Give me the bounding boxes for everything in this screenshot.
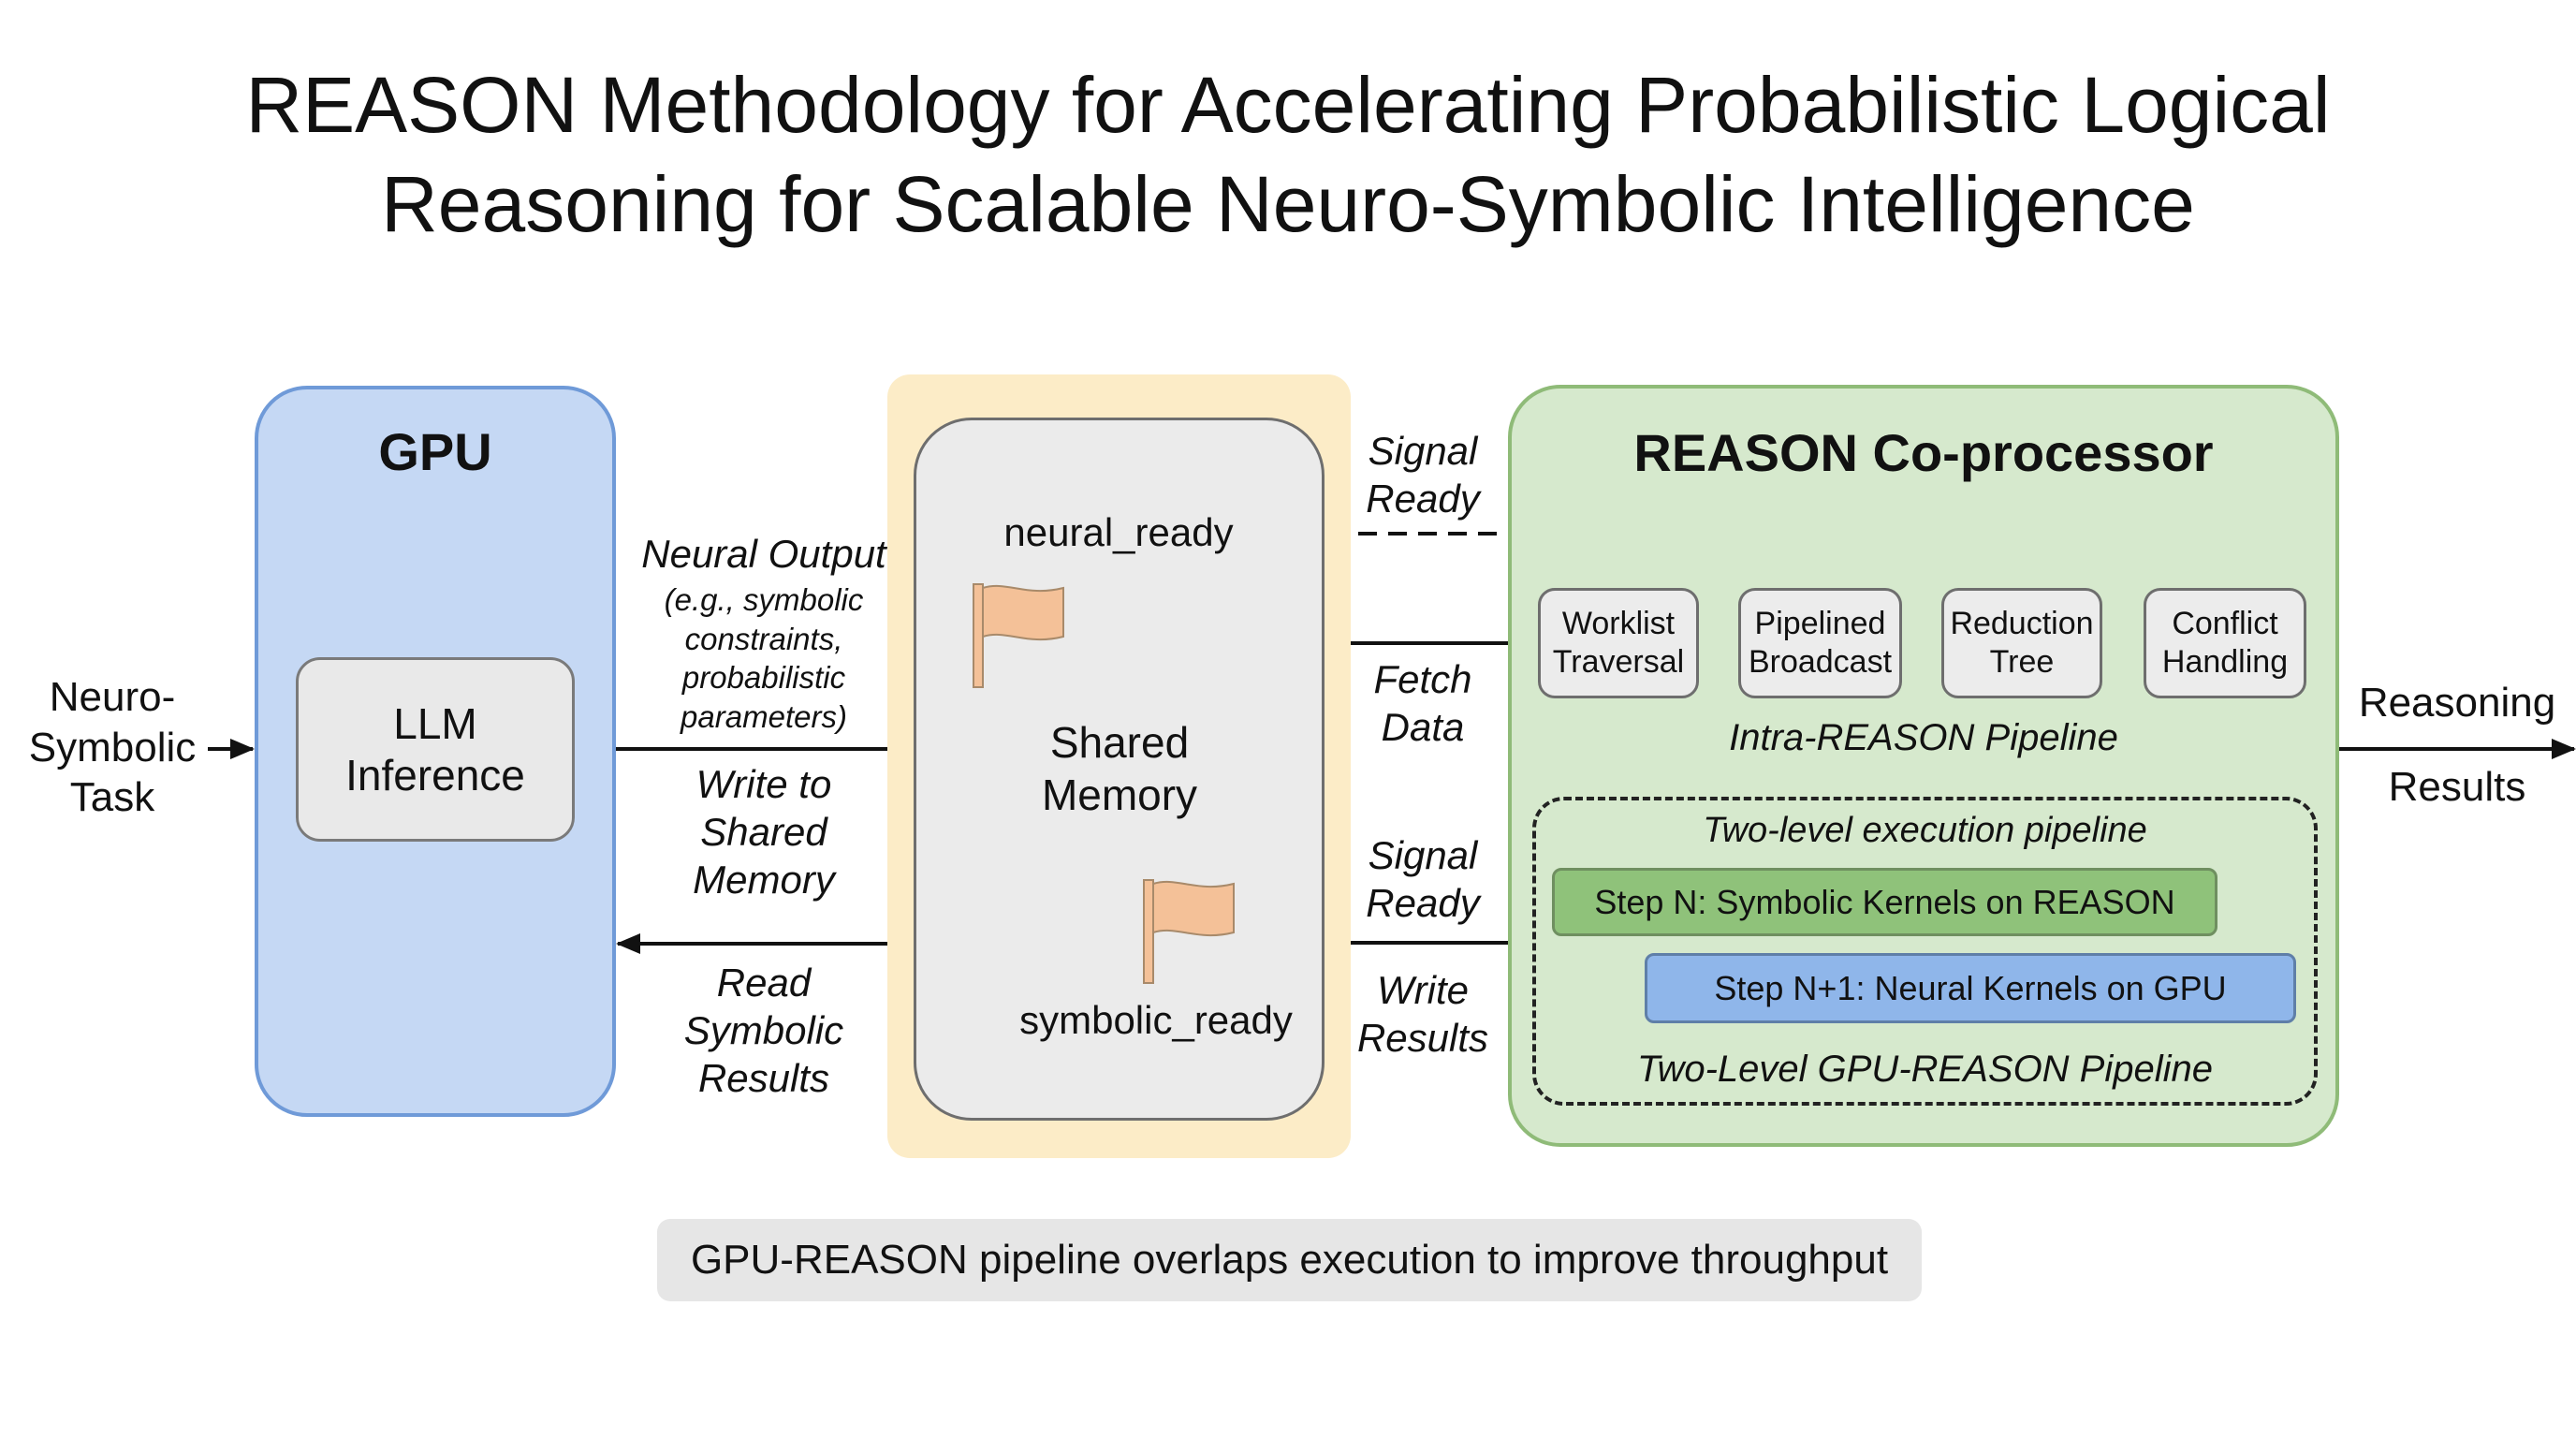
shared-memory-title-line: Memory bbox=[1041, 770, 1198, 820]
detail-line: (e.g., symbolic bbox=[664, 582, 864, 617]
neural-output-detail: (e.g., symbolic constraints, probabilist… bbox=[623, 580, 904, 736]
stage-label: Tree bbox=[1989, 644, 2055, 680]
stage-label: Conflict bbox=[2172, 605, 2278, 641]
signal-line: Ready bbox=[1366, 477, 1480, 521]
signal-line: Signal bbox=[1368, 833, 1478, 877]
shared-memory-block bbox=[914, 418, 1325, 1121]
reason-title: REASON Co-processor bbox=[1633, 423, 2214, 482]
llm-label: Inference bbox=[345, 750, 525, 800]
fetch-data-label: Fetch Data bbox=[1339, 655, 1507, 751]
stage-label: Handling bbox=[2161, 644, 2289, 680]
output-reasoning-label: Reasoning bbox=[2358, 680, 2556, 726]
neural-ready-flag-label: neural_ready bbox=[1003, 510, 1234, 554]
action-line: Memory bbox=[693, 858, 835, 902]
symbolic-ready-flag-icon bbox=[1143, 879, 1235, 984]
two-level-pipeline-frame bbox=[1532, 797, 2318, 1106]
llm-label: LLM bbox=[393, 699, 477, 749]
input-line: Neuro- bbox=[49, 674, 176, 720]
two-level-heading: Two-level execution pipeline bbox=[1703, 811, 2147, 850]
action-line: Write to bbox=[695, 762, 832, 806]
caption-banner: GPU-REASON pipeline overlaps execution t… bbox=[657, 1219, 1922, 1301]
llm-inference-block: LLM Inference bbox=[296, 657, 575, 842]
neural-ready-flag-icon bbox=[973, 583, 1064, 688]
write-shared-memory-label: Write to Shared Memory bbox=[623, 760, 904, 904]
input-line: Symbolic bbox=[28, 724, 197, 770]
stage-label: Reduction bbox=[1950, 605, 2094, 641]
write-line: Results bbox=[1356, 1016, 1489, 1061]
detail-line: parameters) bbox=[681, 698, 847, 734]
signal-ready-top-label: Signal Ready bbox=[1339, 427, 1507, 522]
detail-line: constraints, bbox=[684, 621, 843, 656]
stage-label: Broadcast bbox=[1748, 644, 1893, 680]
input-line: Task bbox=[69, 774, 155, 821]
step-n-symbolic-kernels: Step N: Symbolic Kernels on REASON bbox=[1552, 868, 2217, 936]
diagram-title-line-1: REASON Methodology for Accelerating Prob… bbox=[245, 61, 2331, 149]
stage-label: Worklist bbox=[1561, 605, 1676, 641]
read-line: Symbolic bbox=[683, 1008, 844, 1053]
write-line: Write bbox=[1377, 968, 1469, 1012]
read-line: Results bbox=[697, 1056, 830, 1101]
gpu-title: GPU bbox=[378, 422, 492, 481]
two-level-footer: Two-Level GPU-REASON Pipeline bbox=[1636, 1049, 2214, 1090]
action-line: Shared bbox=[700, 810, 827, 855]
input-task-label: Neuro- Symbolic Task bbox=[19, 672, 206, 823]
output-results-label: Results bbox=[2388, 764, 2526, 810]
signal-ready-bottom-label: Signal Ready bbox=[1339, 831, 1507, 927]
shared-memory-title-line: Shared bbox=[1049, 718, 1190, 767]
intra-reason-pipeline-label: Intra-REASON Pipeline bbox=[1729, 717, 2118, 758]
signal-line: Signal bbox=[1368, 429, 1478, 473]
shared-memory-title: Shared Memory bbox=[951, 716, 1288, 821]
write-results-label: Write Results bbox=[1339, 966, 1507, 1062]
detail-line: probabilistic bbox=[681, 660, 846, 696]
step-n1-neural-kernels: Step N+1: Neural Kernels on GPU bbox=[1645, 953, 2296, 1023]
fetch-line: Fetch bbox=[1373, 657, 1472, 701]
signal-line: Ready bbox=[1366, 881, 1480, 926]
read-line: Read bbox=[716, 961, 812, 1005]
read-symbolic-results-label: Read Symbolic Results bbox=[623, 959, 904, 1103]
neural-output-label: Neural Output bbox=[641, 532, 886, 576]
stage-label: Traversal bbox=[1552, 644, 1685, 680]
fetch-line: Data bbox=[1381, 705, 1465, 750]
diagram-title-line-2: Reasoning for Scalable Neuro-Symbolic In… bbox=[381, 160, 2195, 248]
stage-label: Pipelined bbox=[1754, 605, 1886, 641]
symbolic-ready-flag-label: symbolic_ready bbox=[1019, 998, 1293, 1042]
